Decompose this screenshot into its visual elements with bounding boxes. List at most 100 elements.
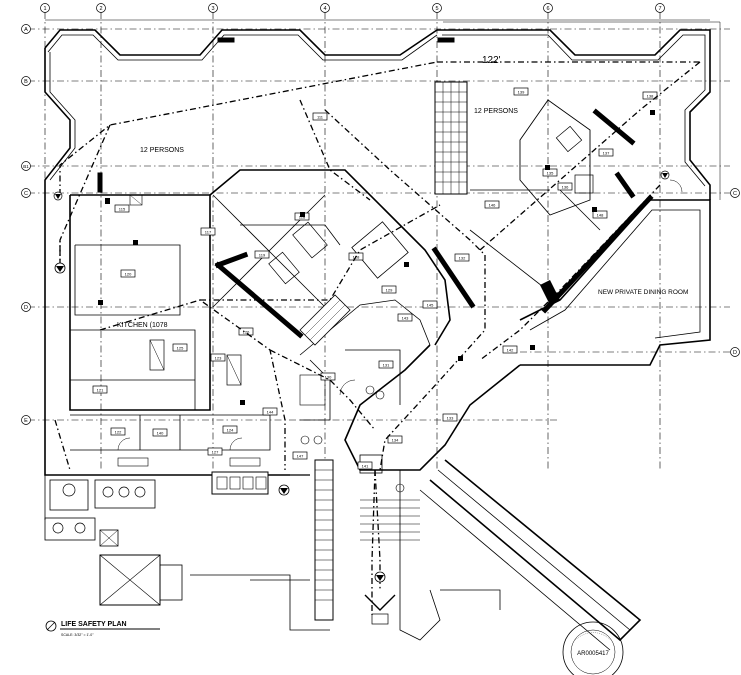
grid-col-label: 1: [43, 6, 46, 12]
exit-arrow-icon: [54, 262, 66, 274]
room-number: 136: [562, 185, 569, 190]
grid-row-label: B: [24, 79, 28, 85]
room-number: 139: [518, 90, 525, 95]
occupancy-label-left: 12 PERSONS: [140, 147, 184, 154]
architect-seal: AR0005417: [562, 621, 624, 675]
grid-col-label: 3: [211, 6, 214, 12]
fixtures: [117, 99, 683, 493]
room-number: 133: [447, 416, 454, 421]
room-number: 147: [297, 454, 304, 459]
grid-bubble-row-e: E: [21, 415, 31, 425]
room-number: 122: [115, 430, 122, 435]
room-number: 119: [259, 253, 266, 258]
grid-bubble-col-1: 1: [40, 3, 50, 13]
exit-markers: [53, 110, 670, 625]
room-tag-box: [92, 385, 108, 394]
room-tag-box: [312, 112, 328, 121]
room-number: 131: [383, 363, 390, 368]
room-number: 143: [402, 316, 409, 321]
room-tag-box: [222, 425, 238, 434]
grid-row-label: D: [24, 305, 28, 311]
room-tag-box: [454, 253, 470, 262]
grid-col-label: 2: [99, 6, 102, 12]
room-number: 148: [597, 213, 604, 218]
grid-lines: [28, 12, 735, 470]
grid-row-label: C: [733, 191, 737, 197]
room-number: 126: [243, 330, 250, 335]
grid-row-label: B1: [23, 164, 29, 169]
room-number: 130: [325, 375, 332, 380]
room-number: 123: [215, 356, 222, 361]
room-tag-box: [120, 269, 136, 278]
room-number: 141: [362, 464, 369, 469]
room-number: 135: [547, 171, 554, 176]
grid-bubble-col-4: 4: [320, 3, 330, 13]
room-number: 120: [125, 272, 132, 277]
room-tag-box: [397, 313, 413, 322]
room-number: 132: [459, 256, 466, 261]
room-number: 117: [205, 230, 212, 235]
exit-arrow-icon: [278, 484, 290, 496]
room-tag-box: [442, 413, 458, 422]
grid-col-label: 5: [435, 6, 438, 12]
fire-extinguisher-icon: [98, 110, 655, 405]
room-tag-box: [292, 451, 308, 460]
grid-row-label: C: [24, 191, 28, 197]
column-bubbles: 1 2 3 4 5 6 7: [40, 3, 665, 13]
building-outline: [44, 29, 711, 476]
grid-bubble-row-d: D: [21, 302, 31, 312]
room-tag-box: [642, 91, 658, 100]
occupancy-label-right: 12 PERSONS: [474, 108, 518, 115]
room-tag-box: [484, 200, 500, 209]
egress-paths: [54, 61, 701, 615]
room-tag-box: [200, 227, 216, 236]
exit-arrow-icon: [53, 191, 63, 201]
room-number: 127: [212, 450, 219, 455]
dimension-span-top: 122': [482, 55, 501, 66]
room-tag-box: [592, 210, 608, 219]
grid-bubble-col-7: 7: [655, 3, 665, 13]
room-number: 124: [227, 428, 234, 433]
room-tag-box: [110, 427, 126, 436]
private-dining-label: NEW PRIVATE DINING ROOM: [598, 289, 688, 296]
room-tag-box: [262, 407, 278, 416]
room-number: 111: [317, 115, 324, 120]
grid-col-label: 7: [658, 6, 661, 12]
plan-scale: SCALE: 3/32" = 1'-0": [61, 633, 94, 637]
grid-bubble-row-c-right: C: [730, 188, 740, 198]
grid-bubble-row-a: A: [21, 24, 31, 34]
room-number: 144: [267, 410, 274, 415]
grid-col-label: 4: [323, 6, 326, 12]
grid-bubble-row-d-right: D: [730, 347, 740, 357]
grid-bubble-col-6: 6: [543, 3, 553, 13]
grid-row-label: A: [24, 27, 28, 33]
grid-bubble-row-b: B: [21, 76, 31, 86]
grid-bubble-col-2: 2: [96, 3, 106, 13]
row-bubbles: A B B1 C D E C D: [21, 24, 740, 425]
grid-row-label: D: [733, 350, 737, 356]
grid-bubble-row-b1: B1: [21, 161, 31, 171]
room-tag-box: [378, 360, 394, 369]
room-number: 137: [603, 151, 610, 156]
room-tag-box: [172, 343, 188, 352]
grid-col-label: 6: [546, 6, 549, 12]
room-number: 145: [427, 303, 434, 308]
grid-bubble-col-5: 5: [432, 3, 442, 13]
title-block: LIFE SAFETY PLAN SCALE: 3/32" = 1'-0": [45, 620, 160, 637]
room-tag-box: [320, 372, 336, 381]
grid-bubble-row-c: C: [21, 188, 31, 198]
room-tag-box: [557, 182, 573, 191]
exit-arrow-icon: [364, 594, 396, 625]
room-tag-box: [387, 435, 403, 444]
room-tag-box: [513, 87, 529, 96]
room-tag-box: [210, 353, 226, 362]
room-tag-box: [598, 148, 614, 157]
room-tag-box: [381, 285, 397, 294]
ramp: [399, 459, 642, 651]
room-tag-box: [114, 204, 130, 213]
room-number: 134: [392, 438, 399, 443]
exit-arrow-icon: [374, 571, 386, 583]
room-number: 142: [507, 348, 514, 353]
plan-title: LIFE SAFETY PLAN: [61, 621, 127, 628]
